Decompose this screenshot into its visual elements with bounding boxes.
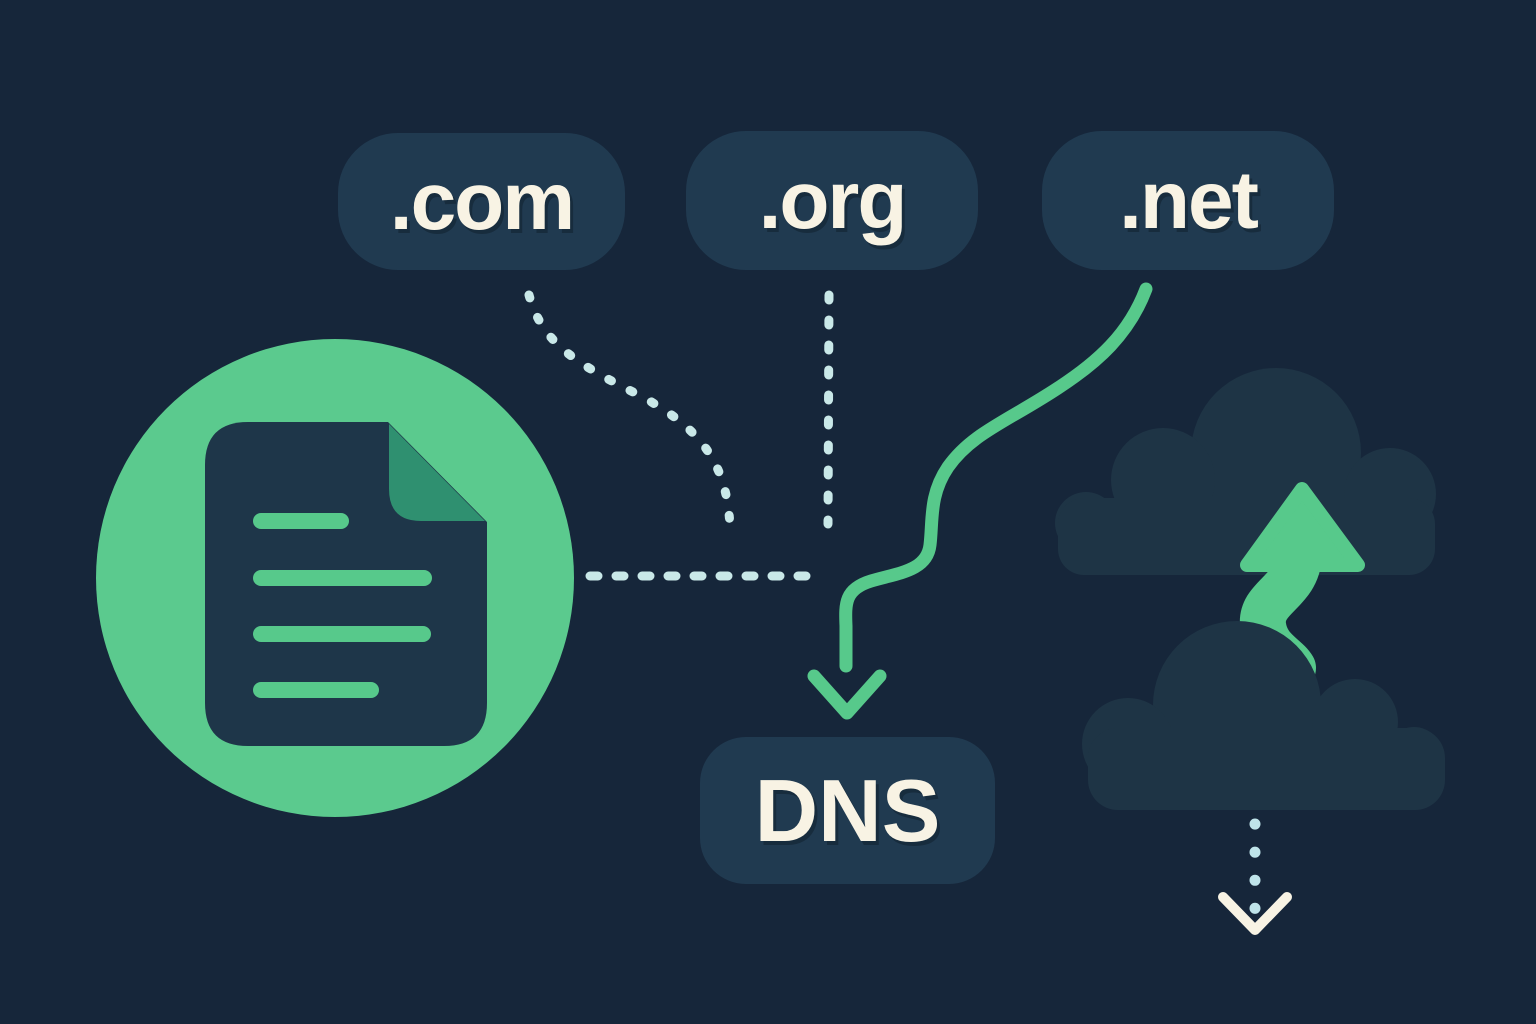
domain-label-org: .org	[758, 154, 908, 246]
dotted-connector-com	[524, 290, 735, 532]
cloud-upper-icon	[1055, 368, 1436, 575]
domain-label-net: .net	[1119, 154, 1259, 246]
download-dotted-arrow-icon	[1218, 818, 1292, 935]
domain-pill-com: .com	[338, 133, 625, 270]
domain-pill-net: .net	[1042, 131, 1334, 270]
cloud-lower-icon	[1082, 621, 1445, 810]
dns-label: DNS	[754, 760, 941, 860]
dns-arrow-icon	[807, 282, 1153, 720]
dotted-connector-org	[823, 290, 834, 529]
document-badge	[96, 339, 574, 817]
domain-label-com: .com	[389, 155, 575, 247]
document-text-lines	[253, 513, 432, 698]
dns-box: DNS	[700, 737, 995, 884]
document-fold-icon	[389, 424, 485, 521]
domain-pill-org: .org	[686, 131, 978, 270]
